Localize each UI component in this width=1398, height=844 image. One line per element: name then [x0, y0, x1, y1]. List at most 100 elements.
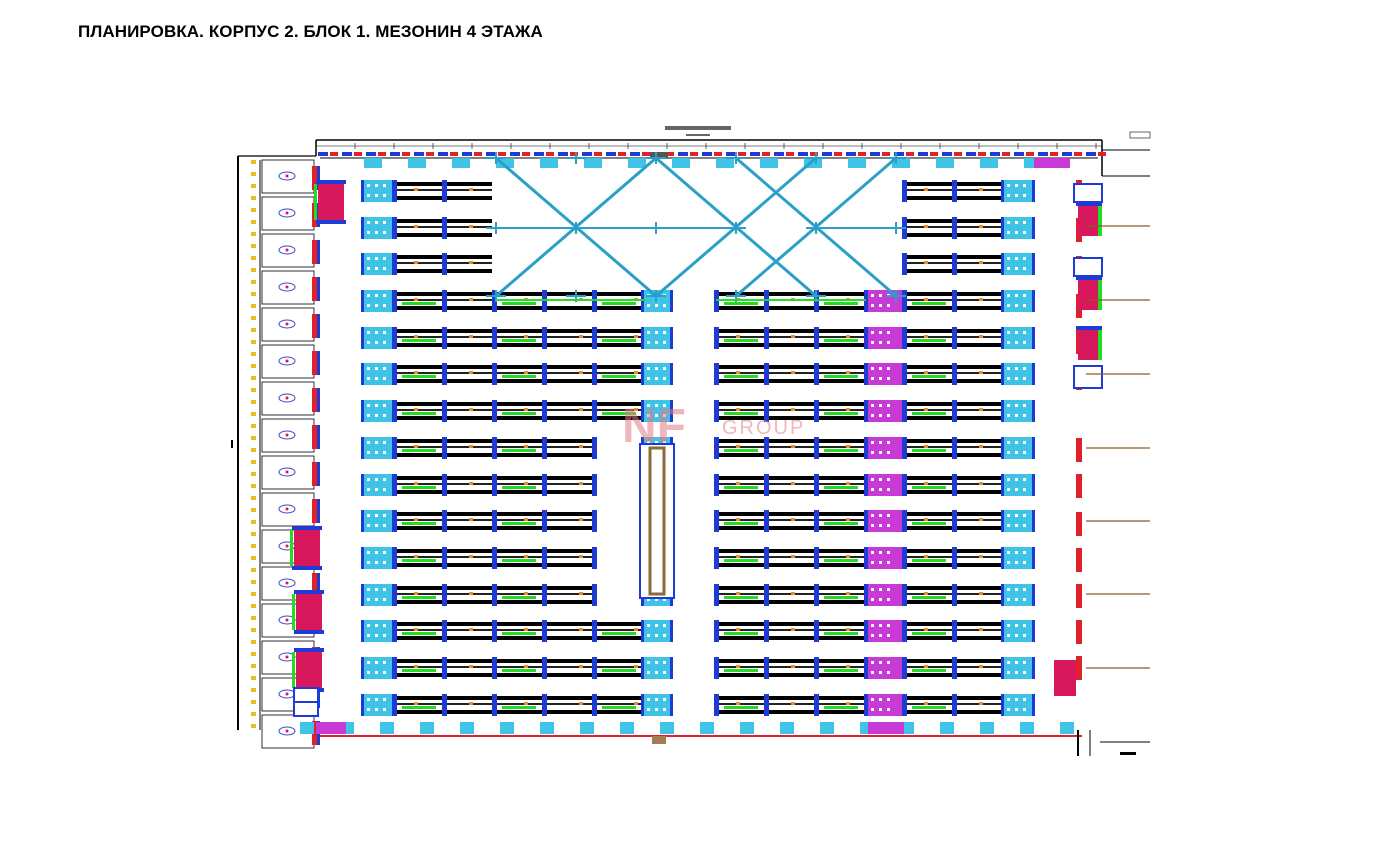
pick-zone-dot	[887, 551, 890, 554]
pallet-green	[824, 486, 858, 489]
rack-marker	[469, 518, 473, 521]
header-strip-red	[354, 152, 362, 156]
rack-marker	[924, 408, 928, 411]
pick-zone-dot	[383, 661, 386, 664]
rack-upright	[392, 217, 397, 239]
rack-upright	[714, 620, 719, 642]
pallet-green	[912, 632, 946, 635]
pick-zone-dot	[1007, 441, 1010, 444]
rack-upright	[714, 474, 719, 496]
pick-zone-dot	[1023, 588, 1026, 591]
header-strip-blue	[414, 152, 424, 156]
pick-zone-dot	[887, 304, 890, 307]
rack-marker	[846, 628, 850, 631]
pick-zone-dot	[1007, 451, 1010, 454]
rack-upright	[814, 437, 819, 459]
pick-zone-dot	[383, 304, 386, 307]
rack-beam	[394, 329, 642, 333]
pick-zone-dot	[1015, 331, 1018, 334]
pick-zone-edge	[865, 510, 868, 532]
pick-zone-dot	[367, 708, 370, 711]
pick-zone-dot	[655, 698, 658, 701]
pallet-green	[402, 632, 436, 635]
pick-zone-right	[1001, 400, 1035, 422]
dim-marker-left	[251, 208, 256, 212]
dock-edge-red	[312, 573, 317, 597]
top-strip-pick	[408, 158, 426, 168]
rack-row	[392, 510, 597, 532]
rack-upright	[542, 510, 547, 532]
dim-marker-left	[251, 664, 256, 668]
dock-edge-red	[312, 388, 317, 412]
pick-zone-right	[1001, 694, 1035, 716]
rack-marker	[414, 298, 418, 301]
dim-marker-left	[251, 508, 256, 512]
pick-zone-dot	[1015, 598, 1018, 601]
pick-zone-edge	[865, 327, 868, 349]
dim-marker-left	[251, 412, 256, 416]
header-strip-red	[690, 152, 698, 156]
rack-beam-mid	[394, 409, 642, 411]
dock-door-icon-dot	[285, 396, 289, 400]
dim-marker-left	[251, 592, 256, 596]
pick-zone-dot	[383, 588, 386, 591]
pick-zone-fill	[868, 400, 904, 422]
pick-zone-dot	[1015, 698, 1018, 701]
pallet-green	[724, 339, 758, 342]
rack-beam	[716, 563, 866, 567]
pallet-green	[402, 596, 436, 599]
dim-marker-left	[251, 496, 256, 500]
header-strip-red	[978, 152, 986, 156]
pick-zone-edge	[1001, 290, 1004, 312]
pick-zone-dot	[887, 478, 890, 481]
rack-marker	[791, 408, 795, 411]
dock-small-box	[1073, 257, 1103, 277]
pick-zone-dot	[663, 404, 666, 407]
pick-zone-dot	[1007, 304, 1010, 307]
rack-upright	[592, 620, 597, 642]
rack-upright	[442, 363, 447, 385]
rack-upright	[542, 474, 547, 496]
pick-zone-left	[361, 694, 395, 716]
rack-marker	[579, 445, 583, 448]
pick-zone-dot	[367, 221, 370, 224]
pick-zone-dot	[367, 524, 370, 527]
pick-zone-dot	[879, 478, 882, 481]
bottom-strip-pick	[940, 722, 954, 734]
rack-marker	[791, 518, 795, 521]
pick-zone-dot	[1023, 304, 1026, 307]
rack-marker	[524, 628, 528, 631]
rack-upright	[492, 510, 497, 532]
dock-edge-red	[312, 499, 317, 523]
pick-zone-dot	[1023, 634, 1026, 637]
top-strip-pick	[848, 158, 866, 168]
pick-zone-edge	[1001, 253, 1004, 275]
pallet-green	[402, 302, 436, 305]
rack-marker	[469, 628, 473, 631]
rack-marker	[979, 261, 983, 264]
rack-row	[902, 327, 1002, 349]
pick-zone-dot	[383, 377, 386, 380]
pallet-green	[724, 302, 758, 305]
pick-zone-edge	[641, 400, 644, 422]
rack-row	[392, 657, 642, 679]
dock-edge-red	[312, 166, 317, 190]
dim-marker-left	[251, 376, 256, 380]
header-strip-red	[474, 152, 482, 156]
top-strip-pick	[892, 158, 910, 168]
rack-beam-mid	[394, 703, 642, 705]
pick-zone-dot	[879, 698, 882, 701]
pick-zone-dot	[879, 367, 882, 370]
rack-upright	[442, 400, 447, 422]
dock-cell	[261, 344, 320, 379]
rack-marker	[469, 335, 473, 338]
rack-upright	[814, 620, 819, 642]
pick-zone-dot	[1015, 194, 1018, 197]
pick-zone-dot	[879, 588, 882, 591]
pick-zone-right	[1001, 657, 1035, 679]
pick-zone-dot	[655, 634, 658, 637]
rack-row	[392, 620, 642, 642]
pick-zone-dot	[1015, 304, 1018, 307]
pick-zone-dot	[383, 524, 386, 527]
pick-zone-dot	[1007, 267, 1010, 270]
